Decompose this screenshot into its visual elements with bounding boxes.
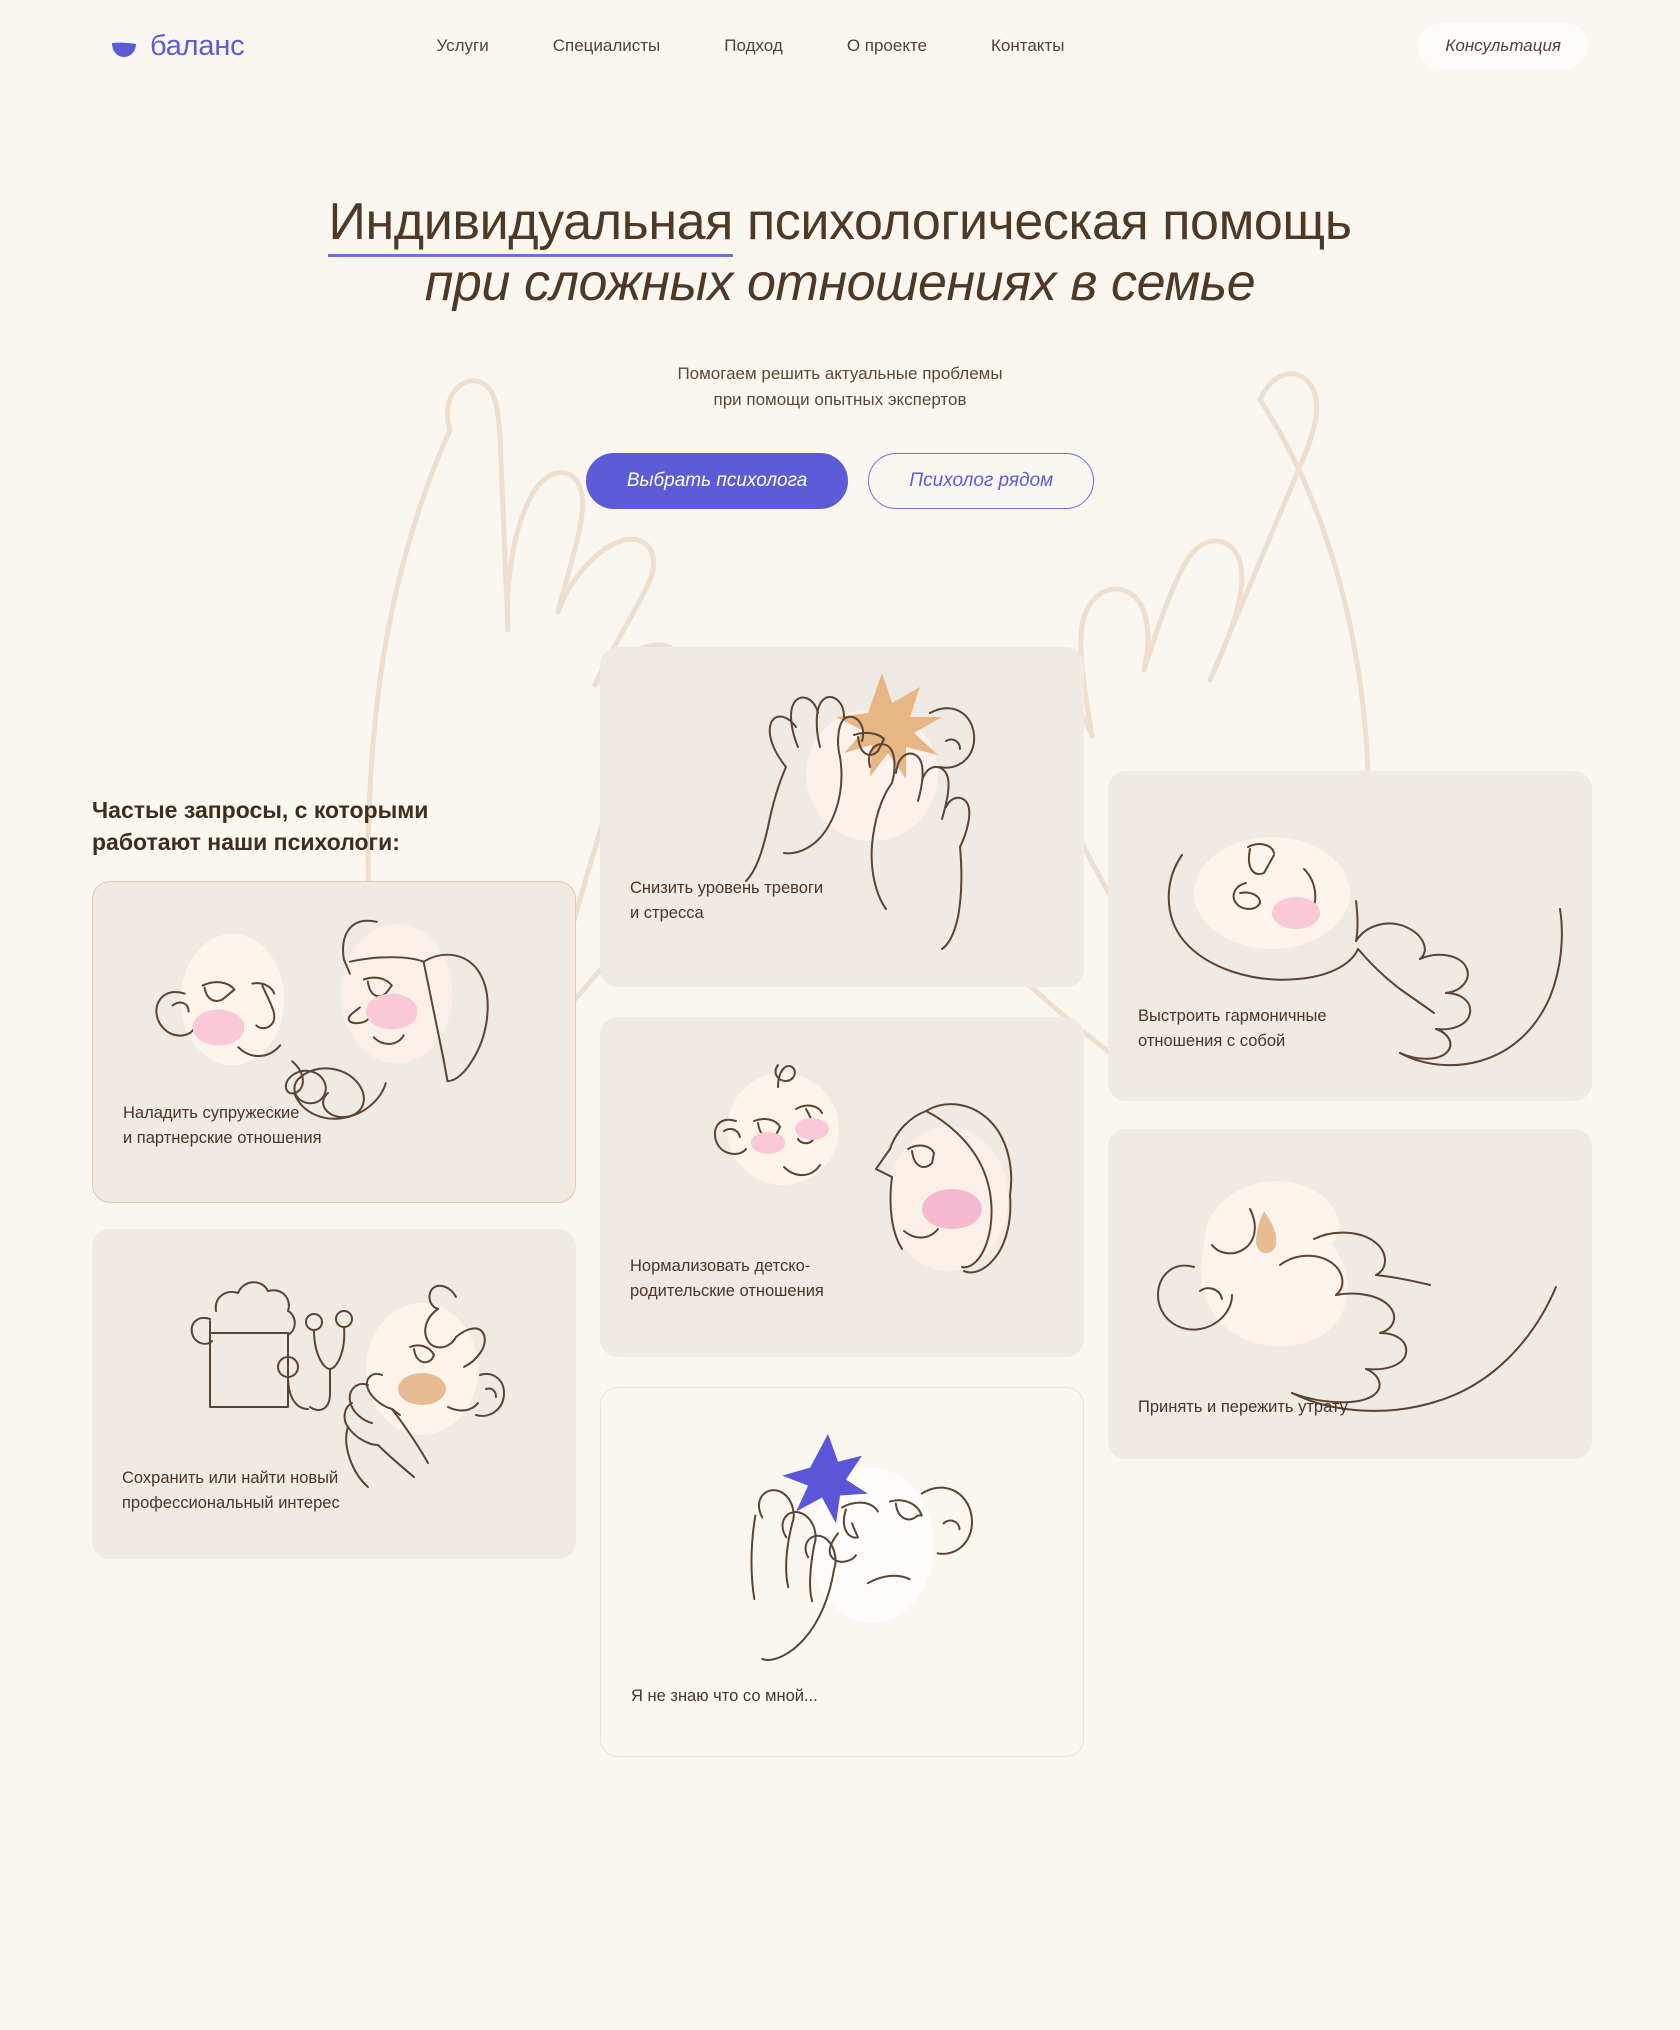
nav-item-specialists[interactable]: Специалисты xyxy=(552,36,661,55)
hero-actions: Выбрать психолога Психолог рядом xyxy=(0,453,1680,510)
request-card-label: Сохранить или найти новый профессиональн… xyxy=(122,1468,340,1512)
hands-covering-face-starburst-icon xyxy=(745,673,976,951)
hero-subtitle-line-1: Помогаем решить актуальные проблемы xyxy=(677,363,1003,383)
choose-psychologist-button[interactable]: Выбрать психолога xyxy=(585,453,849,510)
nav-item-about[interactable]: О проекте xyxy=(846,36,928,55)
leaf-mark-icon xyxy=(112,42,136,57)
section-title-line-2: работают наши психологи: xyxy=(92,829,400,856)
request-card-marriage[interactable]: Наладить супружеские и партнерские отнош… xyxy=(92,881,576,1204)
request-card-label: Снизить уровень тревоги и стресса xyxy=(630,878,824,922)
request-card-self[interactable]: Выстроить гармоничные отношения с собой xyxy=(1108,771,1592,1102)
hero-section: Индивидуальная психологическая помощь пр… xyxy=(0,92,1680,510)
section-title: Частые запросы, с которыми работают наши… xyxy=(92,795,428,858)
main-nav: Услуги Специалисты Подход О проекте Конт… xyxy=(436,36,1064,56)
section-title-line-1: Частые запросы, с которыми xyxy=(92,797,429,824)
page-title: Индивидуальная психологическая помощь пр… xyxy=(280,192,1400,315)
request-card-label: Принять и пережить утрату xyxy=(1138,1397,1348,1416)
brand-logo[interactable]: баланс xyxy=(110,29,245,62)
hero-subtitle: Помогаем решить актуальные проблемы при … xyxy=(0,361,1680,414)
nav-item-contacts[interactable]: Контакты xyxy=(991,36,1065,55)
headline-highlight: Индивидуальная xyxy=(328,193,733,257)
nav-item-services[interactable]: Услуги xyxy=(436,36,489,55)
request-card-label: Я не знаю что со мной... xyxy=(631,1686,818,1705)
hero-subtitle-line-2: при помощи опытных экспертов xyxy=(713,390,967,410)
request-card-unknown[interactable]: Я не знаю что со мной... xyxy=(600,1387,1084,1758)
child-and-mother-faces-icon xyxy=(713,1064,1013,1274)
psychologist-nearby-button[interactable]: Психолог рядом xyxy=(868,453,1095,510)
site-header: баланс Услуги Специалисты Подход О проек… xyxy=(0,0,1680,92)
request-card-anxiety[interactable]: Снизить уровень тревоги и стресса xyxy=(600,647,1084,988)
request-card-label: Наладить супружеские и партнерские отнош… xyxy=(123,1103,322,1147)
request-card-career[interactable]: Сохранить или найти новый профессиональн… xyxy=(92,1229,576,1560)
headline-italic: при сложных отношениях в семье xyxy=(424,254,1256,313)
request-card-label: Выстроить гармоничные отношения с собой xyxy=(1138,1006,1327,1050)
brand-name: баланс xyxy=(150,29,245,62)
headline-middle: психологическая помощь xyxy=(732,193,1352,251)
frequent-requests-section: Частые запросы, с которыми работают наши… xyxy=(0,619,1680,1758)
consultation-button[interactable]: Консультация xyxy=(1418,23,1588,69)
nav-item-approach[interactable]: Подход xyxy=(724,36,783,55)
two-faces-couple-icon xyxy=(155,920,489,1121)
request-card-child[interactable]: Нормализовать детско- родительские отнош… xyxy=(600,1017,1084,1358)
request-card-label: Нормализовать детско- родительские отнош… xyxy=(630,1256,824,1300)
request-card-loss[interactable]: Принять и пережить утрату xyxy=(1108,1129,1592,1460)
